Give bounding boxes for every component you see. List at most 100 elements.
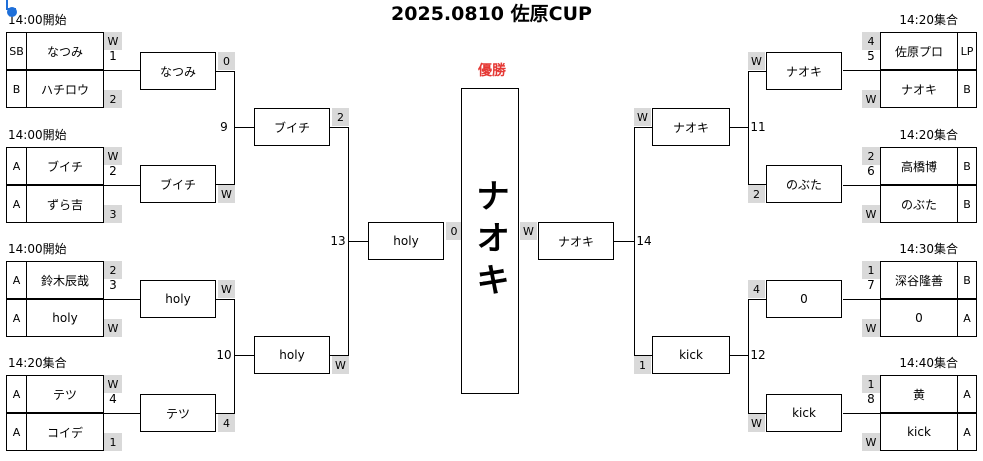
round2-player[interactable]: ナオキ — [766, 52, 842, 90]
round2-score: 0 — [218, 52, 235, 70]
player-score: 1 — [862, 261, 880, 279]
round2-score: 2 — [748, 185, 765, 203]
group-start-time: 14:00開始 — [8, 242, 67, 256]
player-score: W — [862, 433, 880, 451]
final-player[interactable]: ナオキ — [538, 222, 614, 260]
player-class-label: LP — [957, 32, 977, 70]
player-name[interactable]: ずら吉 — [26, 185, 104, 223]
connector-line — [216, 413, 235, 414]
player-class-label: A — [957, 413, 977, 451]
round3-player[interactable]: ナオキ — [652, 108, 730, 146]
round2-player[interactable]: holy — [140, 280, 216, 318]
connector-line — [614, 241, 635, 242]
player-name[interactable]: ナオキ — [880, 70, 958, 108]
player-score: 2 — [862, 147, 880, 165]
player-name[interactable]: なつみ — [26, 32, 104, 70]
champion-name: ナオキ — [469, 178, 510, 304]
match-number: 8 — [867, 392, 875, 406]
round2-player[interactable]: なつみ — [140, 52, 216, 90]
round2-player[interactable]: ブイチ — [140, 165, 216, 203]
connector-line — [104, 299, 141, 300]
round2-player[interactable]: テツ — [140, 394, 216, 432]
group-start-time: 14:00開始 — [8, 128, 67, 142]
connector-line — [748, 184, 767, 185]
connector-line — [748, 299, 767, 300]
group-start-time: 14:30集合 — [899, 242, 958, 256]
round3-player[interactable]: ブイチ — [254, 108, 330, 146]
match-number: 3 — [109, 278, 117, 292]
player-name[interactable]: テツ — [26, 375, 104, 413]
player-class-label: A — [957, 375, 977, 413]
player-name[interactable]: holy — [26, 299, 104, 337]
round3-player[interactable]: kick — [652, 336, 730, 374]
player-name[interactable]: ハチロウ — [26, 70, 104, 108]
group-start-time: 14:00開始 — [8, 13, 67, 27]
connector-line — [234, 299, 235, 414]
connector-line — [634, 355, 653, 356]
player-name[interactable]: 深谷隆善 — [880, 261, 958, 299]
round3-score: 2 — [332, 108, 349, 126]
player-class-label: SB — [6, 32, 27, 70]
connector-line — [748, 71, 767, 72]
champion-box[interactable]: ナオキ — [461, 88, 519, 394]
player-score: W — [104, 375, 122, 393]
match-number: 12 — [750, 348, 766, 362]
match-number: 1 — [109, 49, 117, 63]
group-start-time: 14:20集合 — [8, 356, 67, 370]
player-class-label: B — [957, 185, 977, 223]
connector-line — [634, 127, 653, 128]
round2-score: 4 — [748, 280, 765, 298]
player-class-label: A — [6, 261, 27, 299]
player-score: 2 — [104, 90, 122, 108]
connector-line — [216, 71, 235, 72]
connector-line — [748, 299, 749, 414]
player-score: W — [104, 319, 122, 337]
final-player[interactable]: holy — [368, 222, 444, 260]
player-name[interactable]: kick — [880, 413, 958, 451]
connector-line — [234, 127, 255, 128]
round2-score: W — [748, 52, 765, 70]
round2-player[interactable]: 0 — [766, 280, 842, 318]
match-number: 7 — [867, 278, 875, 292]
bracket-title: 2025.0810 佐原CUP — [391, 3, 592, 25]
final-score: W — [520, 222, 537, 240]
player-name[interactable]: 鈴木辰哉 — [26, 261, 104, 299]
player-class-label: B — [6, 70, 27, 108]
player-name[interactable]: 高橋博 — [880, 147, 958, 185]
round3-score: W — [634, 108, 651, 126]
group-start-time: 14:20集合 — [899, 13, 958, 27]
player-name[interactable]: コイデ — [26, 413, 104, 451]
connector-line — [216, 299, 235, 300]
player-class-label: A — [6, 299, 27, 337]
connector-line — [330, 127, 349, 128]
player-name[interactable]: ブイチ — [26, 147, 104, 185]
connector-line — [748, 71, 749, 185]
round3-player[interactable]: holy — [254, 336, 330, 374]
player-score: 1 — [104, 433, 122, 451]
round2-player[interactable]: kick — [766, 394, 842, 432]
match-number: 2 — [109, 164, 117, 178]
player-name[interactable]: のぶた — [880, 185, 958, 223]
round2-score: 4 — [218, 414, 235, 432]
winner-label: 優勝 — [478, 63, 506, 79]
connector-line — [234, 355, 255, 356]
connector-line — [104, 413, 141, 414]
player-class-label: B — [957, 70, 977, 108]
selection-handle-icon[interactable] — [7, 7, 17, 17]
player-class-label: A — [6, 147, 27, 185]
player-class-label: A — [6, 185, 27, 223]
final-score: 0 — [446, 222, 462, 240]
player-name[interactable]: 0 — [880, 299, 958, 337]
player-score: W — [862, 90, 880, 108]
connector-line — [843, 185, 881, 186]
round2-player[interactable]: のぶた — [766, 165, 842, 203]
player-score: W — [862, 319, 880, 337]
match-number: 10 — [216, 348, 232, 362]
player-name[interactable]: 黄 — [880, 375, 958, 413]
player-name[interactable]: 佐原プロ — [880, 32, 958, 70]
round2-score: W — [218, 280, 235, 298]
player-score: 2 — [104, 261, 122, 279]
player-score: 1 — [862, 375, 880, 393]
connector-line — [348, 241, 369, 242]
player-class-label: A — [6, 413, 27, 451]
